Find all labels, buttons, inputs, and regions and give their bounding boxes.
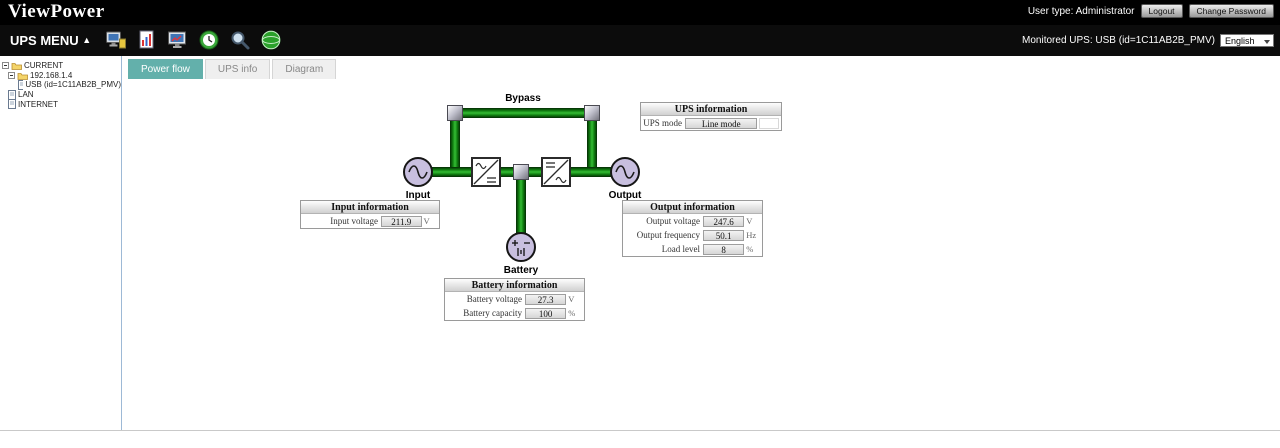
panel-row: Battery voltage 27.3 V xyxy=(445,292,584,306)
monitor-icon[interactable] xyxy=(105,29,127,51)
row-label: Load level xyxy=(661,244,700,254)
input-ac-source-icon xyxy=(403,157,433,187)
battery-pipe xyxy=(516,172,526,234)
tree-item-label: LAN xyxy=(18,90,34,100)
rectifier-icon xyxy=(471,157,501,187)
app-logo: ViewPower xyxy=(8,1,105,22)
tree-item-label: INTERNET xyxy=(18,99,58,109)
top-header-bar: ViewPower User type: Administrator Logou… xyxy=(0,0,1280,25)
tree-item-ip[interactable]: 192.168.1.4 xyxy=(8,71,121,81)
change-password-button[interactable]: Change Password xyxy=(1188,4,1274,18)
row-label: Input voltage xyxy=(330,216,378,226)
tree-item-label: USB (id=1C11AB2B_PMV) xyxy=(25,80,121,90)
ups-menu-button[interactable]: UPS MENU ▲ xyxy=(10,33,91,48)
main-content: Power flow UPS info Diagram Bypass Input xyxy=(123,56,1280,430)
collapse-expander-icon[interactable] xyxy=(8,71,15,79)
output-voltage-value: 247.6 xyxy=(703,215,745,227)
device-tree: CURRENT 192.168.1.4 USB (id=1C11AB2B_PMV… xyxy=(0,56,122,430)
row-label: Battery capacity xyxy=(463,308,522,318)
row-label: Output frequency xyxy=(636,230,700,240)
top-right-controls: User type: Administrator Logout Change P… xyxy=(1028,4,1274,18)
tree-item-label: 192.168.1.4 xyxy=(30,70,73,80)
panel-row: Battery capacity 100 % xyxy=(445,306,584,320)
panel-title: Output information xyxy=(623,201,762,214)
pipe-connector xyxy=(447,105,463,121)
log-screen-icon[interactable] xyxy=(167,29,189,51)
row-unit: V xyxy=(568,294,575,304)
row-unit: Hz xyxy=(746,230,757,240)
file-icon xyxy=(8,89,16,100)
panel-row: Output voltage 247.6 V xyxy=(623,214,762,228)
ups-mode-value: Line mode xyxy=(685,117,758,129)
tree-item-internet[interactable]: INTERNET xyxy=(8,99,121,110)
row-unit: % xyxy=(568,308,576,318)
panel-row: Load level 8 % xyxy=(623,242,762,256)
load-level-value: 8 xyxy=(703,243,745,255)
panel-row: Output frequency 50.1 Hz xyxy=(623,228,762,242)
battery-capacity-value: 100 xyxy=(525,307,567,319)
tree-item-current[interactable]: CURRENT xyxy=(2,61,121,71)
input-voltage-value: 211.9 xyxy=(381,215,422,227)
tab-power-flow[interactable]: Power flow xyxy=(128,59,203,79)
panel-title: UPS information xyxy=(641,103,781,116)
pipe-connector xyxy=(584,105,600,121)
language-select[interactable]: English xyxy=(1220,34,1274,47)
battery-label: Battery xyxy=(503,265,539,276)
monitored-ups-label: Monitored UPS: USB (id=1C11AB2B_PMV) xyxy=(1022,35,1215,46)
file-icon xyxy=(8,99,16,110)
input-label: Input xyxy=(405,190,431,201)
tree-item-label: CURRENT xyxy=(24,61,64,71)
panel-row: UPS mode Line mode xyxy=(641,116,781,130)
tab-bar: Power flow UPS info Diagram xyxy=(128,59,337,79)
report-icon[interactable] xyxy=(136,29,158,51)
bypass-label: Bypass xyxy=(505,93,541,104)
menu-bar: UPS MENU ▲ xyxy=(0,25,1280,56)
row-unit: V xyxy=(746,216,753,226)
tree-item-lan[interactable]: LAN xyxy=(8,89,121,100)
row-spacer xyxy=(759,117,779,129)
panel-title: Input information xyxy=(301,201,439,214)
toolbar xyxy=(105,29,282,51)
panel-title: Battery information xyxy=(445,279,584,292)
output-info-panel: Output information Output voltage 247.6 … xyxy=(622,200,763,257)
output-label: Output xyxy=(608,190,642,201)
pipe-connector xyxy=(513,164,529,180)
row-label: Output voltage xyxy=(646,216,700,226)
tab-diagram[interactable]: Diagram xyxy=(272,59,337,79)
row-unit: V xyxy=(423,216,430,226)
menubar-right: Monitored UPS: USB (id=1C11AB2B_PMV) Eng… xyxy=(1022,34,1274,47)
input-info-panel: Input information Input voltage 211.9 V xyxy=(300,200,440,229)
bypass-left-pipe xyxy=(450,108,460,172)
row-label: UPS mode xyxy=(643,118,682,128)
row-unit: % xyxy=(746,244,754,254)
content-bottom-divider xyxy=(0,430,1280,431)
battery-icon xyxy=(506,232,536,262)
folder-icon xyxy=(11,63,22,71)
tree-item-usb-device[interactable]: USB (id=1C11AB2B_PMV) xyxy=(18,79,121,90)
folder-icon xyxy=(17,72,28,80)
search-icon[interactable] xyxy=(229,29,251,51)
battery-info-panel: Battery information Battery voltage 27.3… xyxy=(444,278,585,321)
panel-row: Input voltage 211.9 V xyxy=(301,214,439,228)
collapse-expander-icon[interactable] xyxy=(2,62,9,70)
clock-icon[interactable] xyxy=(198,29,220,51)
bypass-right-pipe xyxy=(587,108,597,172)
file-icon xyxy=(18,79,24,90)
menu-collapse-arrow: ▲ xyxy=(82,35,92,45)
row-label: Battery voltage xyxy=(466,294,522,304)
ups-info-panel: UPS information UPS mode Line mode xyxy=(640,102,782,131)
output-ac-icon xyxy=(610,157,640,187)
tab-ups-info[interactable]: UPS info xyxy=(204,59,271,79)
inverter-icon xyxy=(541,157,571,187)
battery-voltage-value: 27.3 xyxy=(525,293,567,305)
output-frequency-value: 50.1 xyxy=(703,229,745,241)
bypass-pipe xyxy=(449,108,597,118)
user-type-label: User type: Administrator xyxy=(1027,5,1135,17)
logout-button[interactable]: Logout xyxy=(1140,4,1183,18)
globe-icon[interactable] xyxy=(260,29,282,51)
ups-menu-label: UPS MENU xyxy=(10,33,79,48)
